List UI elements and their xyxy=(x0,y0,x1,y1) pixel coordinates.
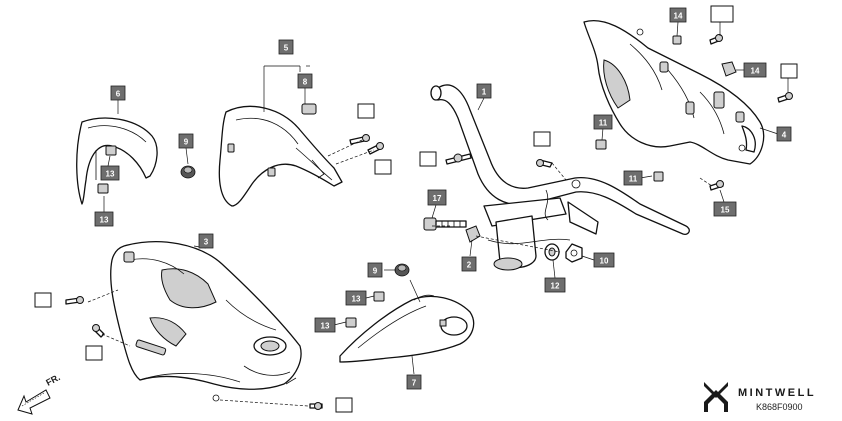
callout-5: 5 xyxy=(278,39,294,55)
svg-text:2: 2 xyxy=(467,261,472,270)
callout-14-top: 13 14 xyxy=(669,7,687,23)
svg-text:9: 9 xyxy=(373,267,378,276)
callout-8: 8 xyxy=(297,73,313,89)
svg-text:13: 13 xyxy=(100,216,109,225)
svg-text:11: 11 xyxy=(629,175,638,184)
hardware xyxy=(65,34,793,410)
clip-8 xyxy=(301,103,317,115)
clip-11-a xyxy=(595,139,607,150)
rear-handle-cover xyxy=(583,20,765,165)
brand-block: MINTWELL K868F0900 xyxy=(704,382,816,412)
callout-6: 6 xyxy=(110,85,126,101)
svg-text:1: 1 xyxy=(482,88,487,97)
handlebar xyxy=(430,84,690,271)
svg-text:6: 6 xyxy=(116,90,121,99)
grommet xyxy=(180,165,410,277)
callout-17: 17 xyxy=(427,189,447,206)
svg-text:4: 4 xyxy=(782,131,787,140)
collar-2 xyxy=(465,225,481,243)
clip-nut xyxy=(97,145,385,328)
svg-text:13: 13 xyxy=(321,322,330,331)
collar-and-nut xyxy=(544,243,583,263)
svg-text:13: 13 xyxy=(352,295,361,304)
callout-10: 10 xyxy=(593,252,615,268)
front-direction-label: FR. xyxy=(44,372,61,388)
callout-13-d: 13 xyxy=(314,317,336,333)
svg-text:14: 14 xyxy=(674,12,683,21)
empty-callout-boxes xyxy=(34,5,798,413)
callout-12: 12 xyxy=(544,277,566,293)
callout-14-right: 14 xyxy=(743,62,767,78)
callout-9-lower: 9 xyxy=(367,262,383,278)
svg-text:8: 8 xyxy=(303,78,308,87)
svg-text:17: 17 xyxy=(433,194,442,203)
callout-3: 3 xyxy=(198,233,214,249)
svg-text:3: 3 xyxy=(204,238,209,247)
callout-11-upper: 11 xyxy=(593,114,613,130)
leader-lines xyxy=(87,16,789,407)
brand-logo-icon xyxy=(704,382,728,412)
svg-text:14: 14 xyxy=(751,67,760,76)
svg-text:12: 12 xyxy=(551,282,560,291)
main-handle-cover xyxy=(110,241,302,402)
svg-text:13: 13 xyxy=(106,170,115,179)
callout-11-lower: 11 xyxy=(623,170,643,186)
svg-text:5: 5 xyxy=(284,44,289,53)
svg-text:9: 9 xyxy=(184,138,189,147)
brand-name: MINTWELL xyxy=(738,387,816,399)
callout-9-upper: 9 xyxy=(178,133,194,149)
callout-13-a: 13 xyxy=(100,165,120,181)
svg-text:15: 15 xyxy=(721,206,730,215)
screws xyxy=(65,34,793,410)
inner-handle-cover xyxy=(76,117,158,205)
callout-13-b: 13 xyxy=(94,211,114,227)
side-handle-cover xyxy=(339,294,475,363)
callout-2: 2 xyxy=(461,256,477,272)
front-handle-cover xyxy=(218,105,343,207)
svg-text:7: 7 xyxy=(412,379,417,388)
callout-1: 1 xyxy=(476,83,492,99)
callout-15: 15 xyxy=(713,201,737,217)
clip-11-b xyxy=(653,171,664,182)
svg-text:10: 10 xyxy=(600,257,609,266)
callout-13-c: 13 xyxy=(345,290,367,306)
diagram-code: K868F0900 xyxy=(756,402,803,412)
callout-7: 7 xyxy=(406,374,422,390)
front-direction-indicator: FR. xyxy=(17,372,62,415)
nut-14-mid xyxy=(721,61,737,77)
callout-4: 4 xyxy=(776,126,792,142)
handlebar-bolt xyxy=(423,217,467,231)
svg-text:11: 11 xyxy=(599,119,608,128)
nut-14-top xyxy=(672,35,682,45)
front-arrow-icon xyxy=(17,389,51,415)
